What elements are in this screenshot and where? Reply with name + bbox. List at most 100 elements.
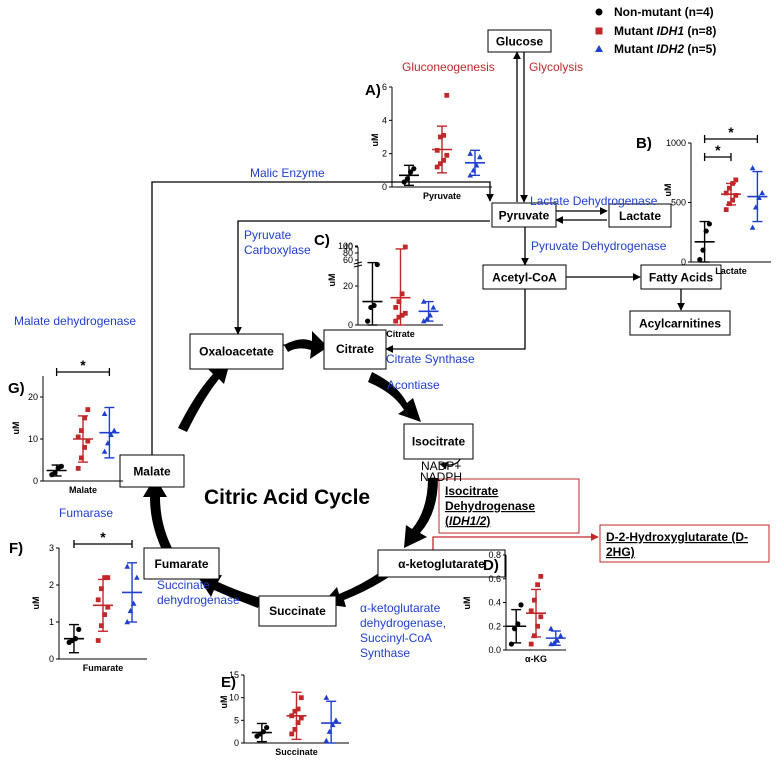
data-point	[434, 147, 440, 153]
data-point	[85, 438, 91, 444]
data-point	[749, 224, 756, 230]
series-mutant-idh1	[432, 92, 452, 174]
significance-star: *	[715, 142, 721, 158]
panel-label: A)	[365, 82, 381, 99]
legend-marker-square	[595, 27, 603, 35]
panel-label: G)	[8, 380, 25, 397]
malate-label: Malate	[133, 465, 171, 479]
y-tick-label: 0	[234, 738, 239, 748]
nadp-label: NADP+	[421, 459, 461, 473]
data-point	[434, 164, 440, 170]
panel-label: B)	[636, 135, 652, 152]
idh-label-line3: (IDH1/2)	[445, 514, 490, 528]
data-point	[441, 157, 446, 163]
legend-item-mutant-idh2: Mutant IDH2 (n=5)	[595, 42, 716, 56]
y-tick-label-upper: 60	[343, 255, 353, 265]
y-tick-label: 0.4	[488, 598, 501, 608]
data-point	[298, 695, 304, 701]
legend-label: Non-mutant (n=4)	[614, 5, 714, 19]
data-point	[749, 164, 756, 171]
succinate-label: Succinate	[269, 604, 326, 618]
data-point	[733, 192, 739, 198]
data-point	[105, 575, 111, 580]
series-mutant-idh1	[93, 575, 113, 643]
pyruvate-box: Pyruvate	[491, 202, 557, 228]
data-point	[323, 694, 330, 700]
pyruvate-dehydrogenase-label: Pyruvate Dehydrogenase	[531, 239, 667, 253]
akg-dehydrogenase-label-line4: Synthase	[360, 646, 410, 660]
x-axis-label: Malate	[69, 485, 97, 495]
data-point	[511, 626, 518, 632]
y-tick-label: 3	[49, 543, 54, 553]
y-axis-label: uM	[31, 597, 41, 610]
pyruvate-carboxylase-label-line2: Carboxylase	[244, 243, 311, 257]
data-point	[723, 207, 729, 213]
data-point	[467, 172, 473, 178]
y-tick-label: 4	[382, 115, 387, 125]
data-point	[75, 434, 81, 440]
legend-item-mutant-idh1: Mutant IDH1 (n=8)	[595, 24, 716, 38]
glucose-label: Glucose	[496, 35, 544, 49]
data-point	[58, 463, 64, 469]
x-axis-label: Succinate	[275, 747, 318, 757]
citrate-box: Citrate	[323, 329, 387, 370]
data-point	[374, 261, 380, 268]
data-point	[295, 720, 301, 725]
series-non-mutant	[399, 164, 419, 187]
y-tick-label: 0	[33, 476, 38, 486]
x-axis-label: Pyruvate	[423, 191, 461, 201]
glycolysis-label: Glycolysis	[529, 60, 583, 74]
panel-label: C)	[314, 232, 330, 249]
cycle-arrow-akg-succinate	[322, 568, 392, 607]
data-point	[444, 92, 450, 98]
data-point	[733, 177, 739, 183]
data-point	[420, 318, 427, 324]
legend-marker-triangle	[595, 45, 603, 52]
x-axis-label: Lactate	[715, 266, 747, 276]
citrate-synthase-arrow	[385, 289, 526, 353]
data-point	[730, 197, 735, 203]
malate-dehydrogenase-label: Malate dehydrogenase	[14, 314, 136, 328]
data-point	[111, 427, 117, 433]
fumarate-label: Fumarate	[154, 557, 208, 571]
data-point	[108, 431, 114, 437]
cycle-arrow-fumarate-malate	[143, 477, 172, 552]
data-point	[727, 201, 732, 207]
data-point	[95, 638, 101, 643]
axis-break	[353, 261, 363, 265]
data-point	[538, 573, 544, 579]
y-tick-label: 6	[382, 82, 387, 92]
legend: Non-mutant (n=4) Mutant IDH1 (n=8) Mutan…	[595, 5, 716, 56]
malic-enzyme-label: Malic Enzyme	[250, 166, 325, 180]
data-point	[408, 169, 414, 175]
cycle-arrow-oxaloacetate-citrate	[284, 331, 328, 359]
x-axis-label: α-KG	[525, 654, 547, 664]
data-point	[538, 614, 544, 620]
legend-marker-circle	[595, 8, 603, 16]
y-tick-label: 0	[348, 320, 353, 330]
significance-star: *	[728, 124, 734, 140]
data-point	[515, 621, 521, 627]
akg-dehydrogenase-label-line1: α-ketoglutarate	[360, 601, 441, 615]
akg-dehydrogenase-label-line2: dehydrogenase,	[360, 616, 446, 630]
data-point	[441, 132, 446, 138]
data-point	[289, 713, 295, 719]
data-point	[85, 407, 91, 412]
series-mutant-idh1	[390, 244, 411, 326]
data-point	[75, 466, 81, 471]
panel-label: E)	[221, 674, 236, 691]
isocitrate-dehydrogenase-box: Isocitrate Dehydrogenase (IDH1/2)	[438, 478, 580, 534]
scatter-charts: A)0246uMPyruvateB)05001000uMLactate**C)0…	[8, 82, 771, 757]
nadph-label: NADPH	[420, 470, 462, 484]
data-point	[79, 428, 84, 433]
y-tick-label: 0.2	[488, 621, 501, 631]
data-point	[438, 134, 443, 140]
data-point	[99, 586, 104, 592]
data-point	[82, 445, 87, 450]
y-axis-label: uM	[11, 422, 21, 435]
y-tick-label: 20	[28, 392, 38, 402]
data-point	[518, 602, 524, 608]
